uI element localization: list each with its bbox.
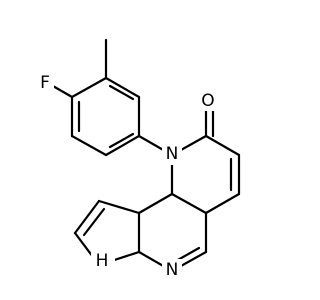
- bond: [70, 134, 108, 157]
- bond: [73, 199, 101, 235]
- bond: [104, 134, 141, 157]
- bond: [108, 84, 135, 101]
- pyridine-ring: [137, 192, 208, 273]
- imine-nitrogen-label: N: [166, 260, 179, 280]
- label-background: [162, 143, 182, 165]
- bond: [108, 132, 135, 149]
- label-background: [196, 91, 220, 111]
- fluorophenyl-ring: [70, 76, 141, 157]
- oxygen-atom-label: O: [201, 91, 214, 111]
- pyridinone-ring: [170, 134, 241, 215]
- pyrrole-nh-label: H: [96, 251, 109, 271]
- structure-canvas: F O N N H: [36, 38, 241, 281]
- lactam-nitrogen-label: N: [166, 144, 179, 164]
- bond: [70, 76, 108, 99]
- bond: [170, 192, 208, 215]
- bond: [137, 192, 174, 215]
- label-background: [91, 250, 115, 272]
- label-background: [36, 73, 54, 93]
- bond: [104, 76, 141, 99]
- fluorine-atom-label: F: [40, 73, 50, 93]
- label-background: [162, 259, 182, 281]
- bond: [204, 192, 241, 215]
- bond: [97, 199, 141, 215]
- molecule-diagram: F O N N H: [36, 38, 241, 281]
- bond: [204, 134, 241, 157]
- bond: [174, 246, 201, 263]
- bond: [82, 207, 106, 237]
